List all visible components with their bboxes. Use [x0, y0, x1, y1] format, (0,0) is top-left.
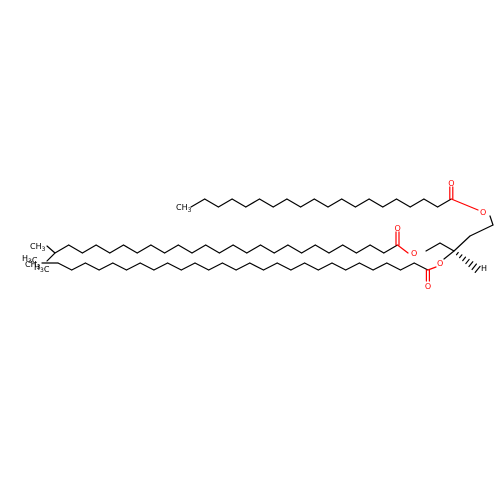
chain-3-bond: [290, 262, 306, 271]
chain-3-bond: [194, 262, 210, 271]
chain-3-bond: [84, 262, 100, 271]
chain-2-methyl-label: H3C: [34, 263, 50, 274]
chain-3-bond: [98, 262, 114, 271]
chain-3-bond: [304, 262, 319, 271]
chain-3-bond: [317, 262, 333, 271]
glycerol-bond: [453, 235, 471, 252]
bond-lines: [41, 186, 494, 282]
chain-3-bond: [167, 262, 182, 271]
chain-3-bond: [372, 262, 388, 271]
chain-2-bond: [328, 244, 344, 254]
glycerol-bond: [489, 215, 494, 226]
chain-2-bond: [136, 244, 152, 254]
chain-3-bond: [399, 262, 415, 271]
chain-3-methyl-label: H3C: [22, 254, 38, 265]
chain-1-bond: [245, 198, 261, 208]
chain-1-bond: [272, 198, 288, 208]
chain-1-bond: [286, 198, 302, 208]
chain-2-branch-bond: [46, 252, 56, 262]
chain-1-methyl-label: CH3: [176, 203, 192, 214]
chain-3-carbonyl-oxygen: O: [425, 282, 431, 291]
chain-2-carbonyl-oxygen: O: [395, 224, 401, 233]
chain-1-bond: [300, 198, 315, 208]
chain-3-bond: [112, 262, 128, 271]
chain-1-bond: [437, 198, 452, 208]
glycerol-bond: [443, 250, 455, 260]
chain-2-bond: [232, 244, 248, 254]
chain-2-bond: [122, 244, 138, 254]
chain-1-bond: [204, 198, 219, 208]
chain-2-ester-oxygen: O: [411, 249, 417, 258]
stereo-hash-wedge: [455, 251, 481, 274]
chain-2-bond: [68, 244, 84, 254]
glycerol-bond: [469, 224, 494, 237]
chain-1-bond: [327, 198, 343, 208]
chain-3-bond: [386, 262, 402, 271]
chain-1-bond: [409, 198, 425, 208]
chain-3-bond: [249, 262, 265, 271]
chain-2-bond: [287, 244, 303, 254]
chain-1-bond: [423, 198, 439, 208]
chain-1-ester-oxygen: O: [480, 208, 486, 217]
chain-1-bond: [190, 198, 206, 208]
glycerol-bond: [439, 242, 455, 252]
chain-2-methyl-label: CH3: [30, 242, 46, 253]
chain-1-bond: [354, 198, 370, 208]
chain-1-bond: [231, 198, 247, 208]
chain-3-bond: [235, 262, 251, 271]
chain-1-bond: [395, 198, 411, 208]
chain-2-bond: [369, 244, 385, 254]
chain-1-bond: [258, 198, 274, 208]
chain-2-bond: [314, 244, 330, 254]
chain-3-bond: [413, 262, 429, 271]
chain-2-bond: [355, 244, 371, 254]
stereo-hydrogen-label: H: [481, 264, 487, 273]
chain-3-bond: [221, 262, 237, 271]
chain-3-bond: [358, 262, 374, 271]
chain-2-bond: [218, 244, 234, 254]
chain-2-bond: [273, 244, 289, 254]
chain-3-bond: [139, 262, 155, 271]
chain-2-bond: [95, 244, 111, 254]
chain-1-bond: [313, 198, 329, 208]
chain-2-ester-bond: [396, 244, 409, 254]
chain-3-bond: [345, 262, 360, 271]
chain-2-bond: [342, 244, 357, 254]
chain-1-bond: [217, 198, 233, 208]
chain-2-bond: [301, 244, 316, 254]
chain-3-ester-oxygen: O: [437, 259, 443, 268]
chain-3-bond: [331, 262, 347, 271]
chain-2-bond: [81, 244, 97, 254]
chain-3-bond: [180, 262, 196, 271]
chain-2-bond: [205, 244, 220, 254]
chain-2-bond: [259, 244, 275, 254]
chain-1-carbonyl-oxygen: O: [448, 179, 454, 188]
chain-1-bond: [382, 198, 398, 208]
chain-1-bond: [368, 198, 384, 208]
chain-3-bond: [208, 262, 223, 271]
glycerol-bond: [425, 242, 441, 252]
chain-3-bond: [57, 262, 73, 271]
chain-2-bond: [246, 244, 262, 254]
chain-3-bond: [276, 262, 292, 271]
chain-2-bond: [383, 244, 399, 254]
chain-3-methyl-label: CH3: [25, 260, 41, 271]
chain-2-bond: [109, 244, 125, 254]
chain-1-ester-bond: [450, 198, 479, 211]
chain-3-bond: [71, 262, 87, 271]
chain-2-bond: [164, 244, 179, 254]
chain-3-bond: [153, 262, 169, 271]
chain-2-bond: [150, 244, 166, 254]
chain-1-bond: [341, 198, 356, 208]
chain-2-branch-bond: [46, 245, 56, 254]
chain-3-bond: [262, 262, 278, 271]
chain-2-bond: [54, 244, 70, 254]
chain-2-bond: [177, 244, 193, 254]
chain-3-bond: [125, 262, 141, 271]
chain-3-ester-bond: [427, 266, 437, 271]
chain-2-bond: [191, 244, 207, 254]
